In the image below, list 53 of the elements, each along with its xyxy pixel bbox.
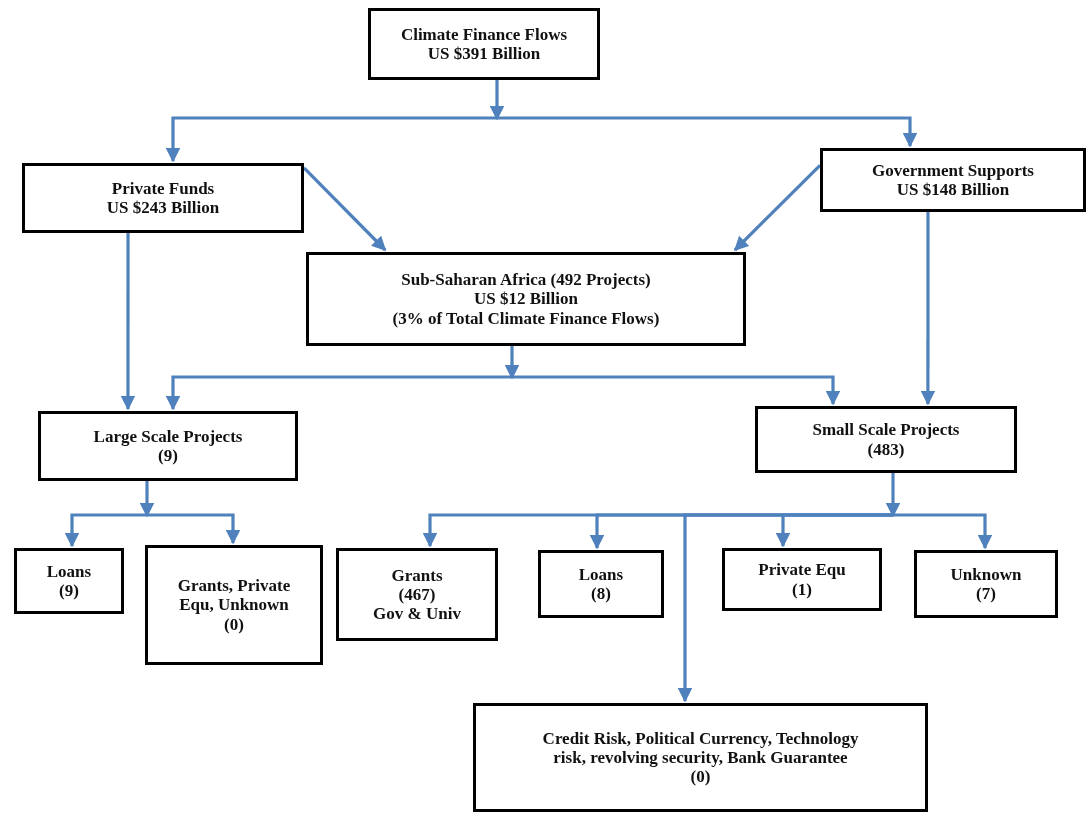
box-text: Small Scale Projects (812, 420, 960, 440)
box-text: Sub-Saharan Africa (492 Projects) (401, 270, 651, 290)
box-text: Credit Risk, Political Currency, Technology risk, revolving security, Bank Guarantee (541, 728, 860, 767)
process-box (336, 548, 498, 641)
process-box (368, 8, 600, 80)
process-box (722, 548, 882, 611)
box-text: Gov & Univ (373, 604, 461, 624)
arrow (147, 513, 241, 545)
arrow (733, 164, 822, 252)
box-text: Government Supports (872, 160, 1034, 180)
box-text: US $12 Billion (474, 289, 578, 309)
box-text: US $391 Billion (427, 44, 541, 64)
process-box (14, 548, 124, 614)
process-box (22, 163, 304, 233)
arrow (120, 233, 136, 411)
box-text: (7) (976, 584, 996, 604)
process-box (538, 550, 664, 618)
box-text: Unknown (950, 564, 1022, 584)
arrow (775, 513, 893, 548)
box-text: (8) (591, 584, 611, 604)
process-box (38, 411, 298, 481)
process-box (473, 703, 928, 812)
box-text: (467) (398, 585, 436, 604)
box-text: Private Equ (758, 560, 846, 580)
arrow (920, 212, 936, 406)
box-text: US $243 Billion (106, 198, 220, 218)
box-text: Grants (391, 565, 443, 585)
box-text: Loans (46, 561, 92, 581)
arrow (512, 375, 841, 406)
arrow (893, 513, 993, 550)
box-text: (0) (690, 767, 711, 787)
box-text: (0) (224, 614, 244, 634)
arrow (165, 116, 497, 163)
box-text: Large Scale Projects (93, 426, 243, 446)
arrow (64, 513, 147, 548)
process-box (145, 545, 323, 665)
box-text: Private Funds (111, 178, 215, 198)
box-text: (9) (59, 581, 79, 601)
arrow (302, 166, 387, 252)
box-text: Climate Finance Flows (400, 24, 568, 44)
process-box (306, 252, 746, 346)
box-text: Grants, Private Equ, Unknown (176, 576, 292, 615)
process-box (755, 406, 1017, 473)
process-box (914, 550, 1058, 618)
box-text: (3% of Total Climate Finance Flows) (392, 308, 660, 328)
arrow (165, 375, 512, 411)
process-box (820, 148, 1086, 212)
box-text: (1) (792, 579, 812, 599)
arrow (497, 116, 918, 148)
box-text: (483) (867, 439, 905, 459)
box-text: US $148 Billion (896, 180, 1010, 200)
box-text: Loans (578, 564, 624, 584)
box-text: (9) (158, 446, 178, 466)
